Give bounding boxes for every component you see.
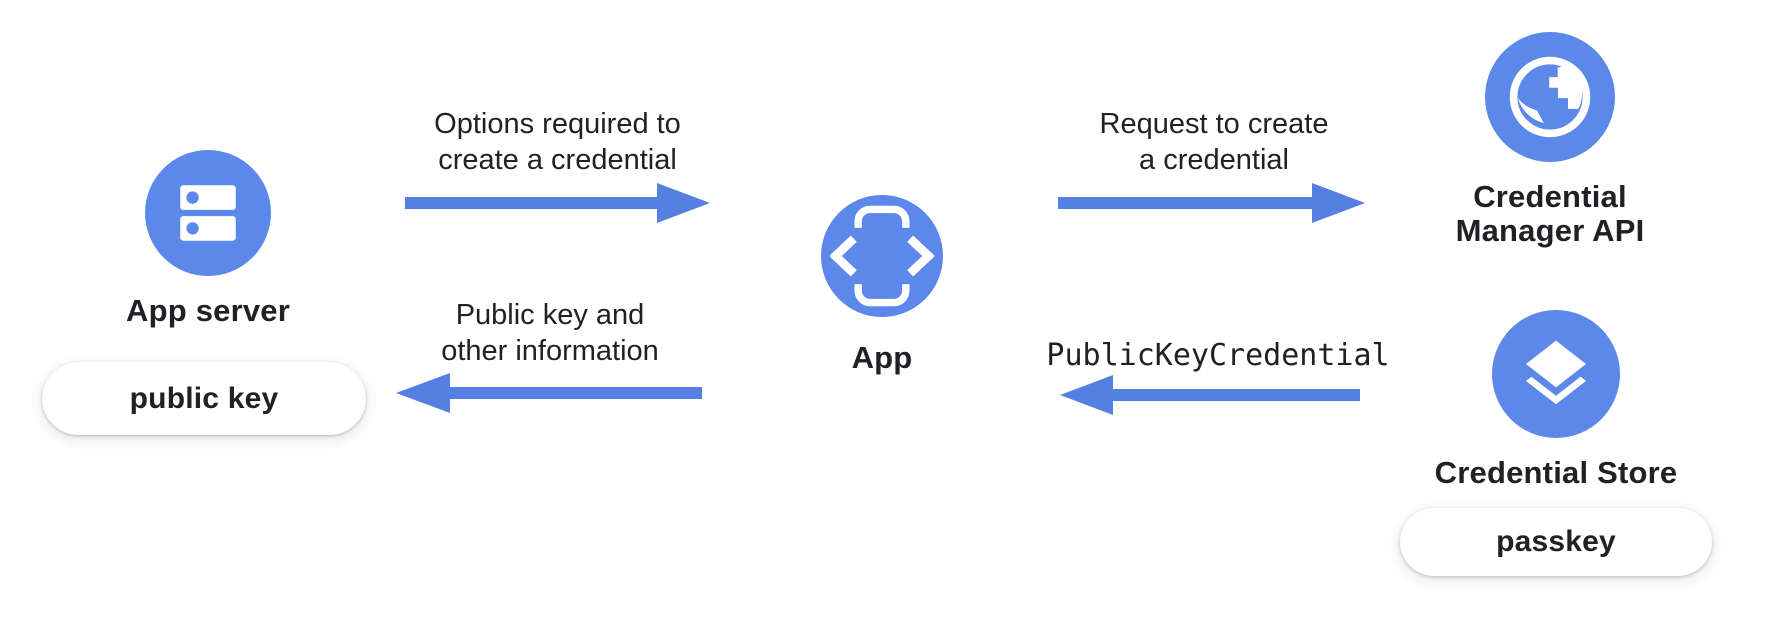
credential-store-label: Credential Store — [1434, 455, 1678, 490]
arrow-publickeycredential-left-icon — [1060, 375, 1360, 415]
credential-manager-circle — [1485, 32, 1615, 162]
server-icon — [180, 185, 236, 241]
flow-publickeycredential-text: PublicKeyCredential — [1046, 338, 1390, 373]
node-app: App — [802, 195, 962, 375]
app-circle — [821, 195, 943, 317]
public-key-pill-label: public key — [129, 381, 279, 415]
phone-code-icon — [830, 205, 934, 307]
app-server-label: App server — [126, 293, 290, 328]
node-credential-store: Credential Store — [1406, 310, 1706, 490]
app-server-circle — [145, 150, 271, 276]
credential-store-circle — [1492, 310, 1620, 438]
flow-request-text: Request to create a credential — [1099, 108, 1329, 176]
arrow-request-right-icon — [1058, 183, 1365, 223]
public-key-pill: public key — [42, 362, 366, 435]
arrow-options-right-icon — [405, 183, 710, 223]
globe-icon — [1509, 56, 1591, 138]
flow-options-text: Options required to create a credential — [434, 108, 681, 176]
node-app-server: App server — [82, 150, 334, 328]
passkey-pill: passkey — [1400, 508, 1712, 576]
passkey-pill-label: passkey — [1496, 525, 1616, 558]
credential-manager-label: Credential Manager API — [1455, 179, 1645, 248]
layers-icon — [1526, 340, 1586, 405]
app-label: App — [851, 340, 913, 375]
node-credential-manager-api: Credential Manager API — [1425, 32, 1675, 248]
arrow-public-key-info-left-icon — [396, 373, 702, 413]
flow-public-key-info-text: Public key and other information — [441, 299, 659, 367]
